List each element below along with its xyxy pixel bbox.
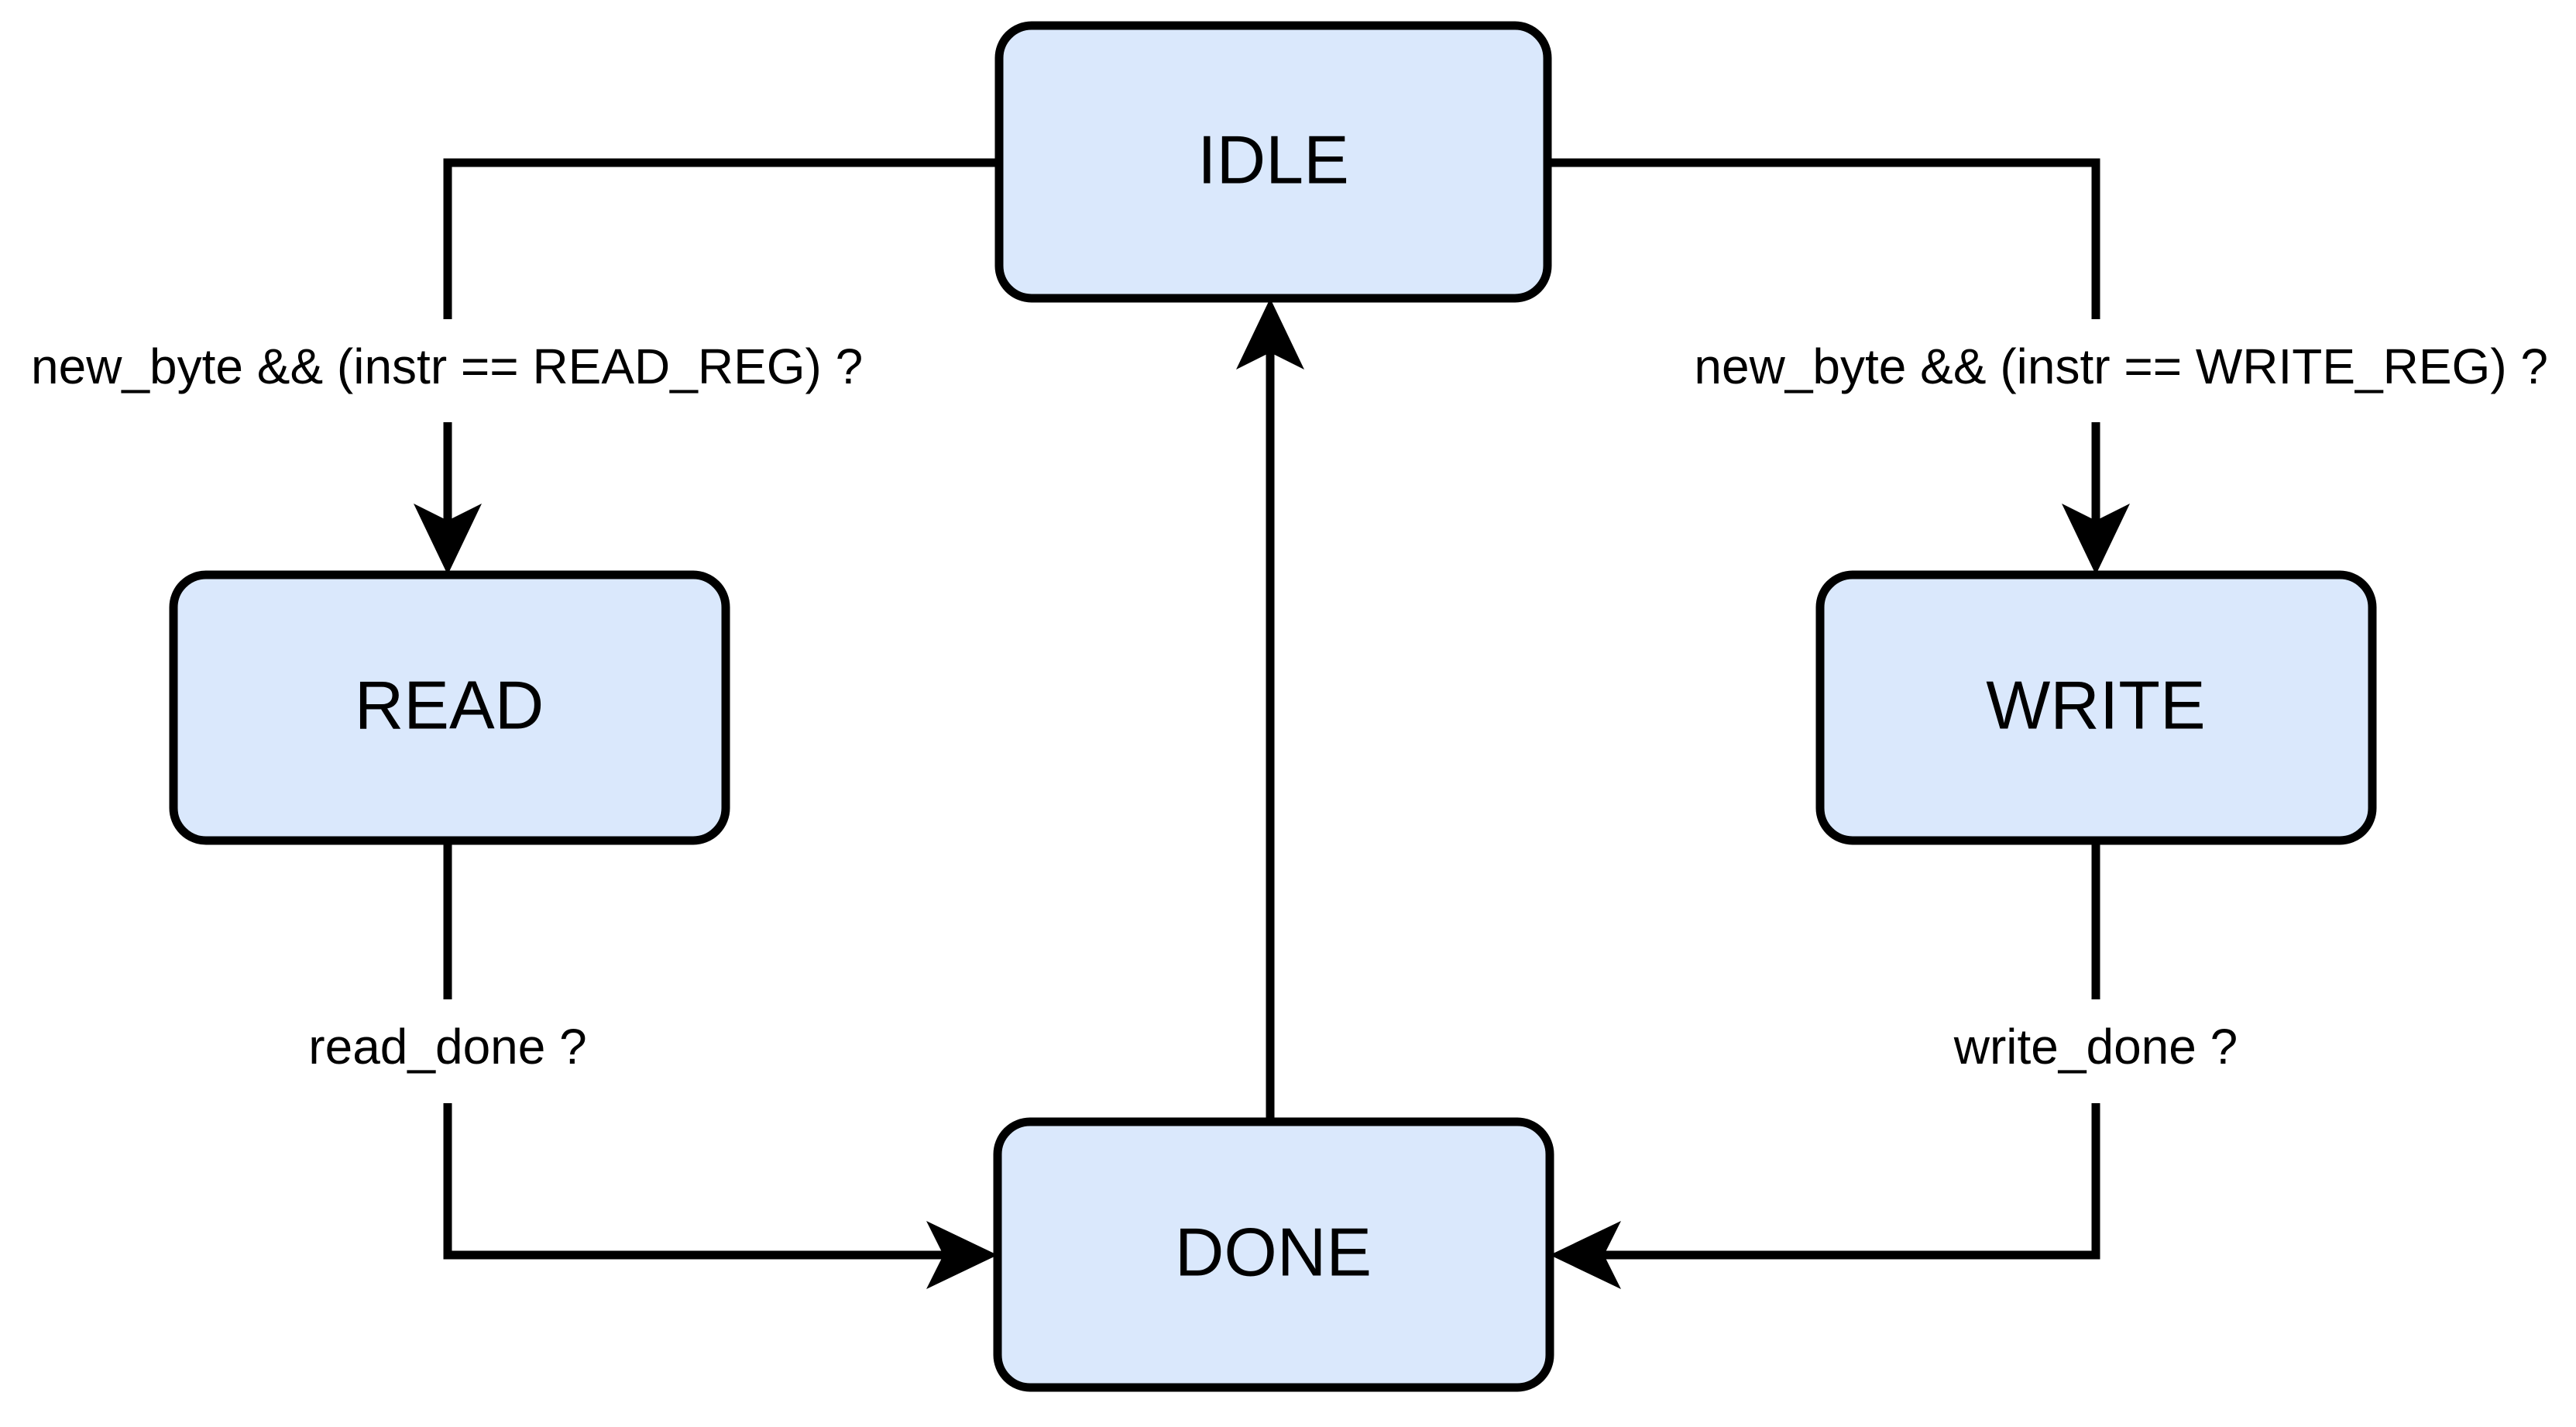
state-node-idle[interactable]: IDLE [994,21,1552,303]
state-box-idle [994,21,1552,303]
edge-read-to-done-segment-lower [443,1103,970,1260]
transition-label-read-to-done: read_done ? [308,1019,586,1075]
state-node-done[interactable]: DONE [993,1117,1554,1392]
state-label-done: DONE [1175,1213,1372,1290]
transition-label-write-to-done: write_done ? [1953,1019,2238,1075]
arrowhead-done-to-idle [1236,298,1304,370]
arrowhead-idle-to-write [2062,504,2130,575]
transition-label-idle-to-read: new_byte && (instr == READ_REG) ? [31,339,863,394]
transition-done-to-idle[interactable] [1236,298,1304,1122]
state-box-done [993,1117,1554,1392]
transition-idle-to-write[interactable]: new_byte && (instr == WRITE_REG) ? [1547,158,2548,575]
transition-label-idle-to-write: new_byte && (instr == WRITE_REG) ? [1694,339,2548,394]
arrowhead-idle-to-read [414,504,482,575]
state-box-write [1815,570,2377,845]
arrowhead-write-to-done [1550,1221,1621,1289]
transition-idle-to-read[interactable]: new_byte && (instr == READ_REG) ? [31,158,999,575]
edge-idle-to-read-segment-upper [443,158,999,319]
state-box-read [169,570,730,845]
state-node-read[interactable]: READ [169,570,730,845]
transition-write-to-done[interactable]: write_done ? [1550,841,2238,1289]
edge-idle-to-write-segment-upper [1547,158,2100,319]
state-label-read: READ [355,666,544,743]
state-node-write[interactable]: WRITE [1815,570,2377,845]
arrowhead-read-to-done [926,1221,998,1289]
transition-read-to-done[interactable]: read_done ? [308,841,998,1289]
edge-write-to-done-segment-lower [1578,1103,2100,1260]
state-label-idle: IDLE [1197,121,1349,198]
state-label-write: WRITE [1986,666,2206,743]
